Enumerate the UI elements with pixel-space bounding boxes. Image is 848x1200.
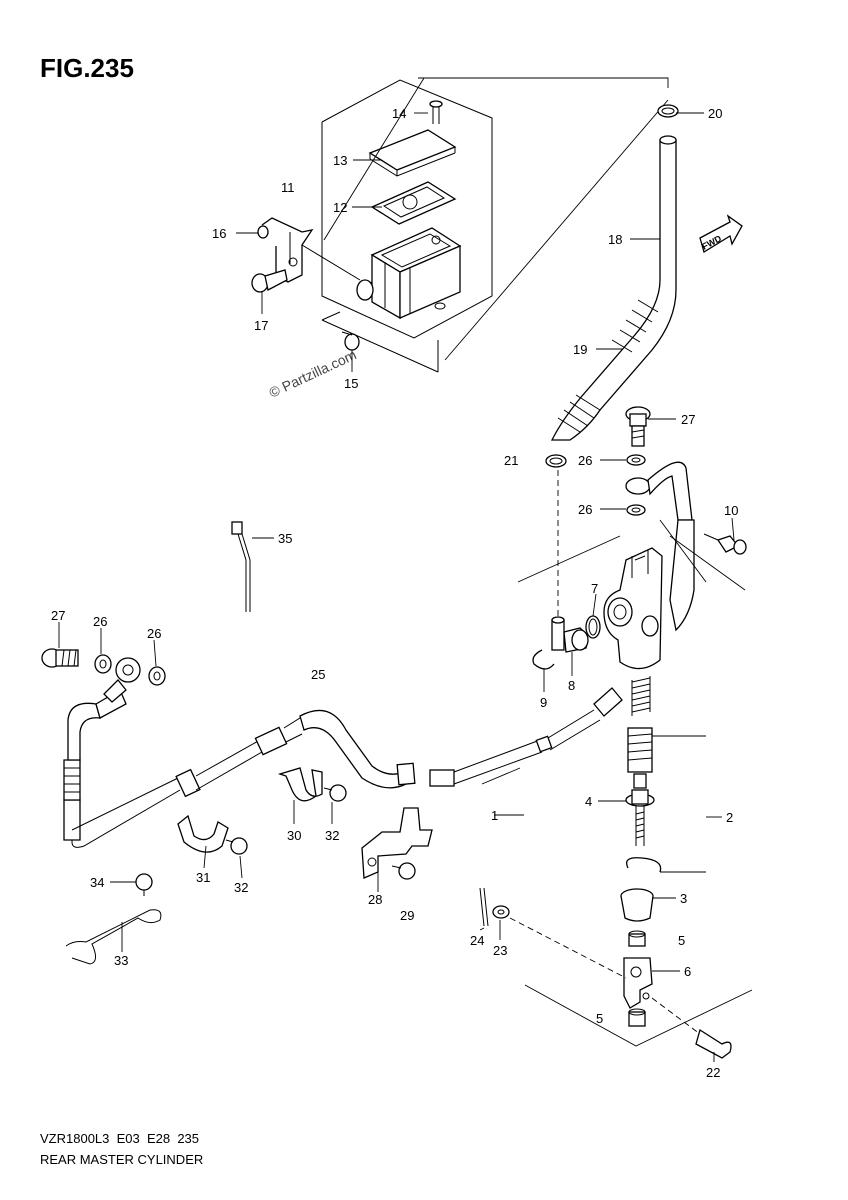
pushrod — [625, 789, 655, 846]
callout-24: 24 — [470, 933, 484, 948]
callout-33: 33 — [114, 953, 128, 968]
hose-connector — [551, 470, 589, 653]
callout-28: 28 — [368, 892, 382, 907]
callout-26-left: 26 — [93, 614, 107, 629]
reservoir-assembly — [251, 79, 493, 373]
figure-title: FIG.235 — [40, 53, 134, 83]
callout-labels: 14 13 11 12 16 17 15 20 18 19 27 21 26 2… — [51, 106, 738, 1080]
callout-19: 19 — [573, 342, 587, 357]
callout-13: 13 — [333, 153, 347, 168]
callout-10: 10 — [724, 503, 738, 518]
callout-22: 22 — [706, 1065, 720, 1080]
boot — [620, 888, 654, 922]
callout-32-upper: 32 — [325, 828, 339, 843]
wire-clip — [65, 909, 162, 965]
callout-26-upper: 26 — [578, 453, 592, 468]
callout-34: 34 — [90, 875, 104, 890]
callout-14: 14 — [392, 106, 406, 121]
callout-23: 23 — [493, 943, 507, 958]
clevis-pin — [695, 1028, 732, 1059]
circlip — [532, 649, 555, 670]
cap-screw — [429, 100, 443, 124]
hose-bracket — [361, 807, 433, 879]
callout-35: 35 — [278, 531, 292, 546]
spring — [631, 676, 651, 716]
callout-9: 9 — [540, 695, 547, 710]
diaphragm-plate — [370, 181, 457, 225]
hose-clamp-lower — [545, 454, 567, 468]
mounting-bolt-right — [703, 533, 747, 555]
hose-washer-1 — [94, 654, 112, 674]
reservoir-body — [356, 227, 462, 320]
callout-3: 3 — [680, 891, 687, 906]
callout-16: 16 — [212, 226, 226, 241]
callout-5-lower: 5 — [596, 1011, 603, 1026]
lock-nut — [628, 930, 646, 947]
callout-31: 31 — [196, 870, 210, 885]
callout-6: 6 — [684, 964, 691, 979]
callout-27-upper: 27 — [681, 412, 695, 427]
hose-banjo-fitting — [103, 657, 141, 703]
clamp-bolt-32a — [323, 784, 347, 802]
banjo-bolt-upper — [625, 406, 651, 447]
bolt-34 — [135, 873, 153, 896]
callout-20: 20 — [708, 106, 722, 121]
bracket-bolt-29 — [391, 862, 416, 880]
reservoir-cap — [368, 129, 457, 171]
banjo-fitting — [625, 461, 693, 521]
snap-ring — [625, 857, 706, 873]
callout-5-upper: 5 — [678, 933, 685, 948]
callout-30: 30 — [287, 828, 301, 843]
master-cylinder-body — [517, 519, 746, 670]
callout-leaders — [58, 112, 735, 1062]
callout-17: 17 — [254, 318, 268, 333]
callout-25: 25 — [311, 667, 325, 682]
clamp-bolt-32b — [225, 837, 248, 855]
pushrod-frame — [524, 984, 753, 1047]
callout-21: 21 — [504, 453, 518, 468]
callout-1: 1 — [491, 808, 498, 823]
reservoir-bracket — [257, 217, 361, 283]
brake-hose — [63, 687, 623, 848]
hose-washer-2 — [148, 666, 166, 686]
hose-clamp-30 — [277, 767, 323, 802]
callout-27-lower: 27 — [51, 608, 65, 623]
cotter-pin — [479, 887, 489, 927]
bracket-bolt — [251, 269, 288, 293]
sealing-washer-upper — [626, 454, 646, 466]
callout-7: 7 — [591, 581, 598, 596]
sealing-washer-lower — [626, 504, 646, 516]
callout-29: 29 — [400, 908, 414, 923]
piston-assembly — [627, 727, 706, 789]
o-ring — [585, 615, 601, 639]
hose-clamp-upper — [657, 104, 679, 118]
clevis-nut — [628, 1008, 646, 1027]
callout-26-right: 26 — [147, 626, 161, 641]
forward-direction-badge: FWD — [699, 214, 743, 254]
callout-4: 4 — [585, 794, 592, 809]
callout-2: 2 — [726, 810, 733, 825]
callout-26-middle: 26 — [578, 502, 592, 517]
cable-tie — [231, 521, 251, 612]
washer-23 — [492, 905, 510, 919]
banjo-bolt-lower — [41, 648, 79, 668]
callout-18: 18 — [608, 232, 622, 247]
callout-12: 12 — [333, 200, 347, 215]
callout-32-lower: 32 — [234, 880, 248, 895]
callout-11: 11 — [281, 180, 295, 195]
model-code: VZR1800L3 E03 E28 235 — [40, 1131, 199, 1146]
callout-8: 8 — [568, 678, 575, 693]
assembly-name: REAR MASTER CYLINDER — [40, 1152, 203, 1167]
watermark: © Partzilla.com — [267, 346, 359, 400]
clevis — [509, 917, 709, 1041]
reservoir-hose — [323, 77, 677, 441]
hose-clamp-31 — [177, 814, 229, 853]
callout-15: 15 — [344, 376, 358, 391]
